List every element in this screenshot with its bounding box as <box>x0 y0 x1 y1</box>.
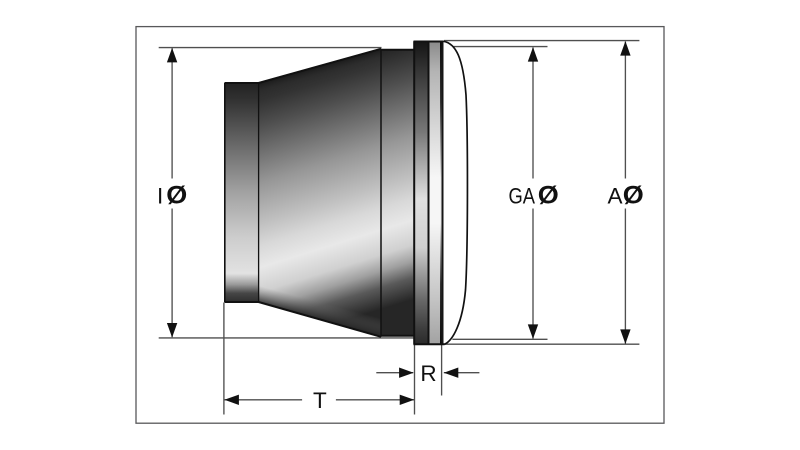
svg-text:I: I <box>157 183 163 208</box>
svg-text:GA: GA <box>509 183 536 208</box>
svg-text:Ø: Ø <box>538 182 559 210</box>
svg-text:R: R <box>420 361 436 386</box>
svg-text:Ø: Ø <box>166 182 187 210</box>
svg-text:A: A <box>608 183 623 208</box>
svg-text:T: T <box>313 388 327 413</box>
svg-text:Ø: Ø <box>623 182 644 210</box>
